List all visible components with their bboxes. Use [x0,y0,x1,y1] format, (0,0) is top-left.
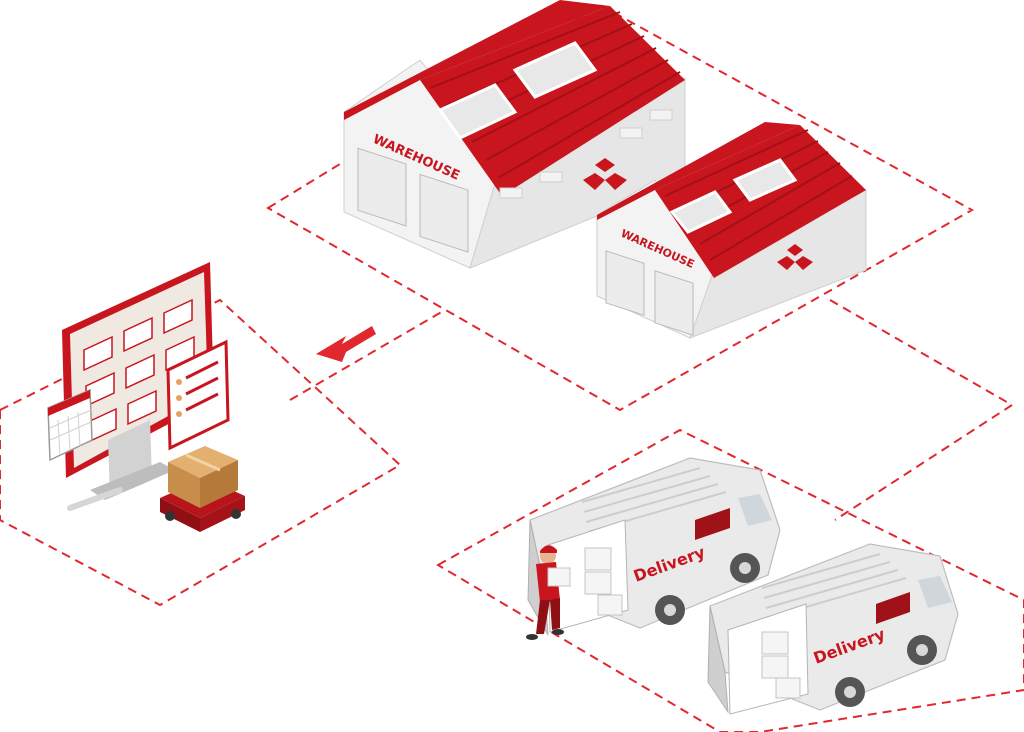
warehouse-building-1: WAREHOUSE [343,0,686,269]
connector-line-3 [834,404,1013,521]
delivery-zone [435,428,1024,732]
logo-icon [595,158,615,172]
delivery-worker [526,545,571,640]
warehouse-building-2: WAREHOUSE [596,122,867,339]
delivery-van-2: Delivery [707,543,959,715]
calendar-icon [47,388,93,462]
computer-monitor [62,262,214,511]
connector-line-2 [829,299,1013,406]
checklist-icon [166,339,230,451]
delivery-van-1: Delivery [527,457,781,636]
connector-line [289,309,446,401]
cardboard-box [168,446,238,508]
arrow-left-icon [316,326,376,362]
